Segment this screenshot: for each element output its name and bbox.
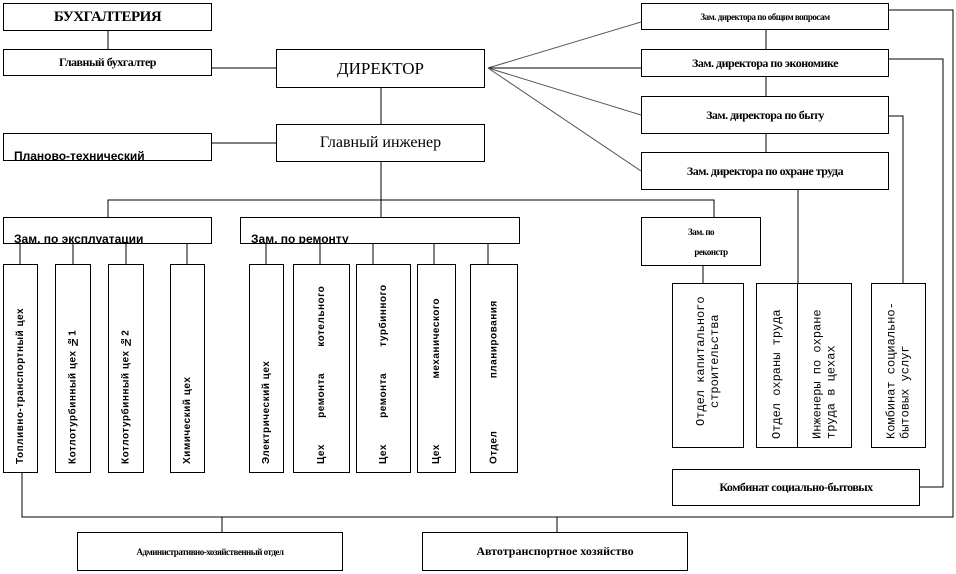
workshop-box: Цех механического (417, 264, 456, 473)
safety-dept-box: Отдел охраны труда (756, 283, 798, 448)
planning-technical-box: Планово-технический (3, 133, 212, 161)
deputy-repair-box: Зам. по ремонту (240, 217, 520, 244)
workshop-box: Цех ремонта котельного (293, 264, 350, 473)
workshop-label: Цех ремонта котельного (316, 285, 327, 464)
social-complex-box: Комбинат социально-бытовых (672, 469, 920, 506)
workshop-box: Топливно-транспортный цех (3, 264, 38, 473)
workshop-box: Отдел планирования (470, 264, 518, 473)
workshop-label: Котлотурбинный цех №1 (67, 329, 79, 464)
chief-engineer-box: Главный инженер (276, 124, 485, 162)
deputy-reconstruction-line1: Зам. по (687, 226, 715, 237)
director-box: ДИРЕКТОР (276, 49, 485, 88)
safety-dept-label: Отдел охраны труда (770, 309, 784, 439)
admin-dept-box: Административно-хозяйственный отдел (77, 532, 343, 571)
deputy-reconstruction-box: Зам. по реконстр (641, 217, 761, 266)
workshop-box: Котлотурбинный цех №1 (55, 264, 91, 473)
social-services-box: Комбинат социально-бытовых услуг (871, 283, 926, 448)
workshop-box: Котлотурбинный цех №2 (108, 264, 144, 473)
workshop-label: Химический цех (182, 376, 193, 464)
workshop-label: Отдел планирования (488, 300, 500, 464)
deputy-reconstruction-line2: реконстр (694, 246, 728, 257)
deputy-household-box: Зам. директора по быту (641, 96, 889, 134)
social-services-label: Комбинат социально-бытовых услуг (884, 302, 913, 439)
workshop-label: Топливно-транспортный цех (15, 307, 26, 464)
motor-transport-box: Автотранспортное хозяйство (422, 532, 688, 571)
workshop-label: Цех ремонта турбинного (378, 284, 389, 464)
capital-construction-label: Отдел капитального строительства (694, 296, 722, 427)
deputy-operation-box: Зам. по эксплуатации (3, 217, 212, 244)
safety-engineers-box: Инженеры по охране труда в цехах (797, 283, 852, 448)
workshop-box: Химический цех (170, 264, 205, 473)
safety-engineers-label: Инженеры по охране труда в цехах (810, 309, 839, 439)
capital-construction-box: Отдел капитального строительства (672, 283, 744, 448)
workshop-box: Цех ремонта турбинного (356, 264, 411, 473)
deputy-general-box: Зам. директора по общим вопросам (641, 3, 889, 30)
workshop-label: Котлотурбинный цех №2 (120, 329, 132, 464)
workshop-label: Цех механического (431, 297, 442, 464)
workshop-box: Электрический цех (249, 264, 284, 473)
workshop-label: Электрический цех (261, 360, 272, 464)
chief-accountant-box: Главный бухгалтер (3, 49, 212, 76)
deputy-economics-box: Зам. директора по экономике (641, 49, 889, 77)
deputy-safety-box: Зам. директора по охране труда (641, 152, 889, 190)
accounting-box: БУХГАЛТЕРИЯ (3, 3, 212, 31)
